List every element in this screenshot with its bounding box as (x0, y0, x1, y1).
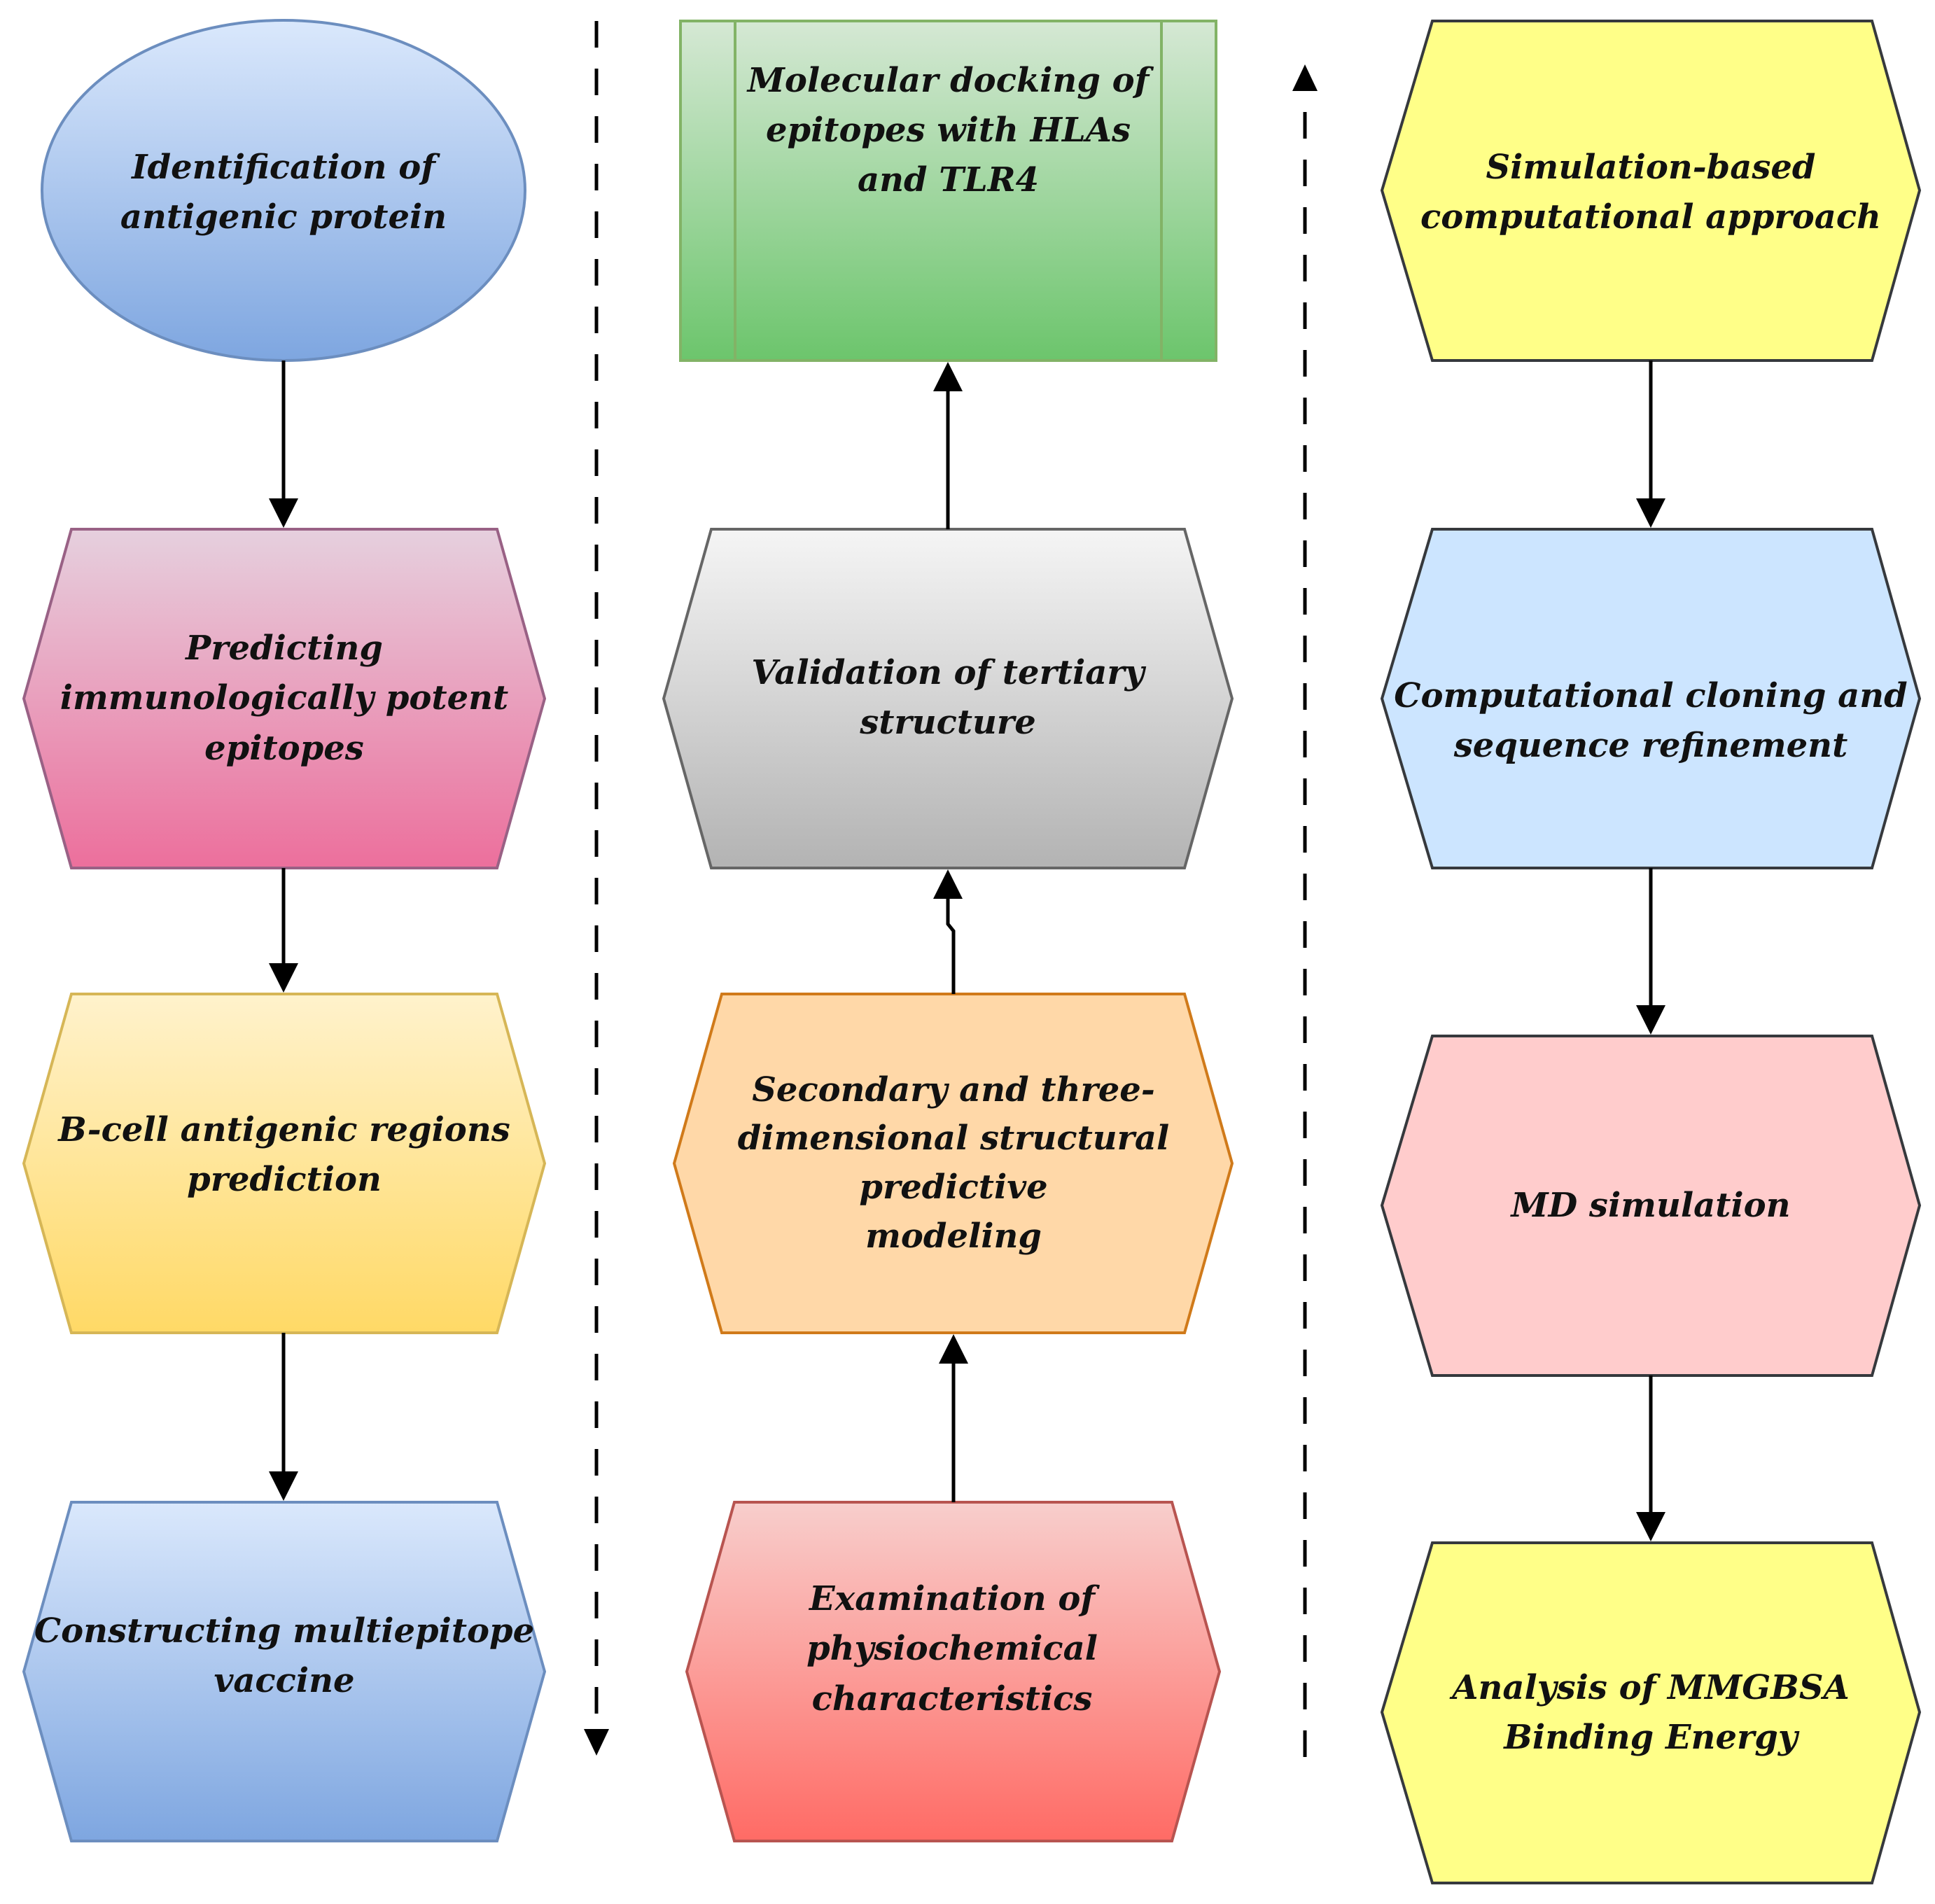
node-examination-shape (685, 1501, 1222, 1842)
node-constructing-line-2: vaccine (214, 1661, 355, 1700)
dashed-separator-up (1292, 64, 1318, 1757)
node-docking-line-2: epitopes with HLAs (765, 111, 1131, 150)
node-secondary-line-3: predictive (859, 1168, 1048, 1207)
edge-identification-to-predicting (269, 360, 298, 528)
node-constructing-shape (22, 1501, 547, 1842)
node-constructing-label: Constructing multiepitope vaccine (34, 1502, 535, 1810)
node-docking-label: Molecular docking of epitopes with HLAs … (735, 56, 1161, 329)
node-md-line-1: MD simulation (1511, 1185, 1791, 1225)
node-identification-line-1: Identification of (132, 147, 435, 187)
node-predicting-label: Predicting immunologically potent epitop… (42, 529, 526, 868)
node-validation-line-2: structure (860, 703, 1036, 743)
node-simulation-based-label: Simulation-based computational approach (1382, 105, 1920, 280)
node-simulation-based-line-1: Simulation-based (1486, 147, 1816, 187)
node-validation-label: Validation of tertiary structure (693, 529, 1203, 868)
node-examination-line-3: characteristics (811, 1679, 1093, 1718)
node-docking-line-1: Molecular docking of (747, 61, 1150, 100)
node-predicting-line-3: epitopes (204, 728, 364, 768)
node-docking-line-3: and TLR4 (857, 160, 1040, 200)
node-secondary-label: Secondary and three- dimensional structu… (700, 994, 1207, 1333)
dashed-separator-down (584, 21, 609, 1756)
node-cloning-label: Computational cloning and sequence refin… (1382, 609, 1920, 833)
edge-cloning-to-md (1636, 868, 1665, 1035)
node-secondary-line-4: modeling (865, 1216, 1042, 1256)
node-secondary-shape (672, 993, 1234, 1334)
node-mmgbsa-label: Analysis of MMGBSA Binding Energy (1382, 1543, 1920, 1883)
node-examination-label: Examination of physiochemical characteri… (714, 1502, 1190, 1796)
edge-secondary-to-validation (933, 869, 963, 994)
edge-examination-to-secondary (939, 1334, 968, 1502)
node-cloning-line-2: sequence refinement (1453, 726, 1848, 765)
node-predicting-shape (22, 528, 547, 869)
node-cloning-line-1: Computational cloning and (1394, 676, 1908, 715)
node-predicting-line-1: Predicting (186, 629, 383, 668)
node-bcell-shape (22, 993, 547, 1334)
node-bcell-label: B-cell antigenic regions prediction (42, 994, 526, 1316)
node-identification-label: Identification of antigenic protein (46, 84, 522, 301)
node-identification-line-2: antigenic protein (120, 197, 447, 237)
node-bcell-line-1: B-cell antigenic regions (58, 1110, 510, 1149)
node-validation-line-1: Validation of tertiary (751, 653, 1145, 692)
node-mmgbsa-shape (1380, 1541, 1922, 1884)
node-md-label: MD simulation (1382, 1036, 1920, 1376)
node-examination-line-2: physiochemical (806, 1629, 1098, 1669)
node-mmgbsa-line-1: Analysis of MMGBSA (1452, 1667, 1850, 1707)
node-simulation-based-line-2: computational approach (1420, 197, 1881, 237)
edge-simulation-based-to-cloning (1636, 360, 1665, 528)
node-validation-shape (662, 528, 1234, 869)
edge-md-to-mmgbsa (1636, 1376, 1665, 1541)
node-constructing-line-1: Constructing multiepitope (34, 1611, 535, 1651)
edge-bcell-to-constructing (269, 1333, 298, 1501)
node-predicting-line-2: immunologically potent (60, 678, 509, 718)
node-secondary-line-2: dimensional structural (737, 1119, 1170, 1158)
edge-predicting-to-bcell (269, 868, 298, 993)
node-mmgbsa-line-2: Binding Energy (1504, 1718, 1798, 1757)
edge-validation-to-docking (933, 362, 963, 529)
node-simulation-based-shape (1380, 20, 1922, 362)
node-bcell-line-2: prediction (187, 1160, 382, 1199)
node-secondary-line-1: Secondary and three- (752, 1070, 1155, 1110)
node-md-shape (1380, 1035, 1922, 1377)
node-cloning-shape (1380, 528, 1922, 869)
node-examination-line-1: Examination of (809, 1579, 1096, 1619)
node-docking-shape (679, 20, 1217, 362)
